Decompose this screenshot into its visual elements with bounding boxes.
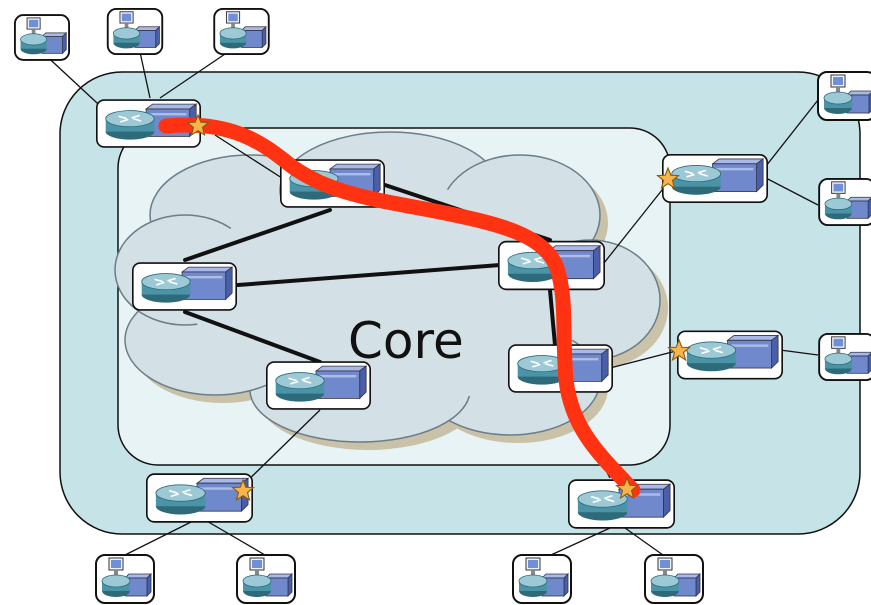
core-label: Core	[348, 312, 464, 370]
workstation-icon-top-3[interactable]	[213, 7, 270, 56]
workstation-icon-top-1[interactable]	[13, 14, 71, 61]
highlighted-path	[158, 117, 641, 498]
workstation-icon-bottom-2[interactable]	[236, 554, 296, 604]
router-icon-edge-right-middle[interactable]	[676, 330, 784, 380]
workstation-icon-bottom-4[interactable]	[643, 553, 705, 605]
workstation-icon-bottom-3[interactable]	[511, 553, 573, 605]
workstation-icon-top-2[interactable]	[106, 7, 164, 56]
router-icon-core-left[interactable]	[131, 262, 238, 311]
workstation-icon-right-1[interactable]	[817, 71, 871, 121]
router-icon-edge-right-top[interactable]	[661, 154, 769, 203]
workstation-icon-right-2[interactable]	[818, 177, 871, 227]
workstation-icon-right-3[interactable]	[818, 332, 871, 382]
router-icon-edge-bottom-left[interactable]	[145, 473, 254, 523]
workstation-icon-bottom-1[interactable]	[94, 553, 156, 605]
